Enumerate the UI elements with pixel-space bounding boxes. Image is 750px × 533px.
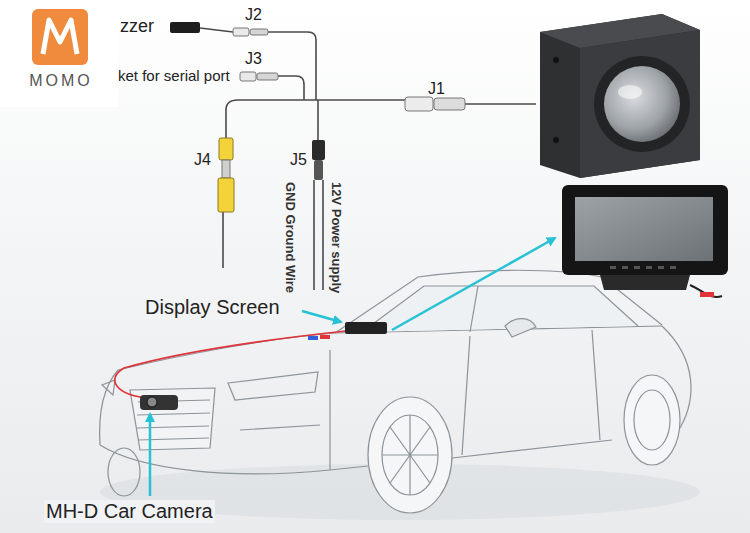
- wire-mark: [308, 336, 318, 340]
- buzzer: [170, 22, 200, 33]
- wire-label: 12V Power supply: [328, 182, 344, 293]
- dash-display: [345, 322, 387, 334]
- camera-lens: [147, 397, 157, 407]
- part-name: ket for serial port: [118, 67, 230, 84]
- connector-label: J1: [428, 80, 445, 98]
- connector-j4: [218, 138, 234, 212]
- logo-box: MOMO: [0, 0, 118, 107]
- part-name: zzer: [120, 16, 154, 37]
- pointer-arrows: [150, 238, 555, 496]
- logo-icon: [31, 8, 89, 66]
- power-cable: [115, 331, 346, 398]
- logo-text: MOMO: [29, 72, 93, 90]
- connector-label: J4: [194, 151, 211, 169]
- connector-label: J3: [245, 50, 262, 68]
- wire-mark: [320, 335, 330, 339]
- connector-j3: [240, 72, 278, 81]
- connector-label: J2: [245, 6, 262, 24]
- wire-label: GND Ground Wire: [282, 182, 298, 293]
- connector-j1: [405, 97, 465, 111]
- connector-j2: [233, 28, 268, 36]
- callout-label: Display Screen: [143, 296, 282, 319]
- connector-j5: [312, 140, 325, 180]
- harness-wires: [200, 28, 536, 290]
- callout-label: MH-D Car Camera: [44, 500, 215, 523]
- car-camera: [140, 395, 178, 410]
- connector-label: J5: [290, 151, 307, 169]
- monitor: [562, 185, 728, 297]
- thermal-camera: [540, 14, 700, 178]
- car-outline: [100, 270, 691, 513]
